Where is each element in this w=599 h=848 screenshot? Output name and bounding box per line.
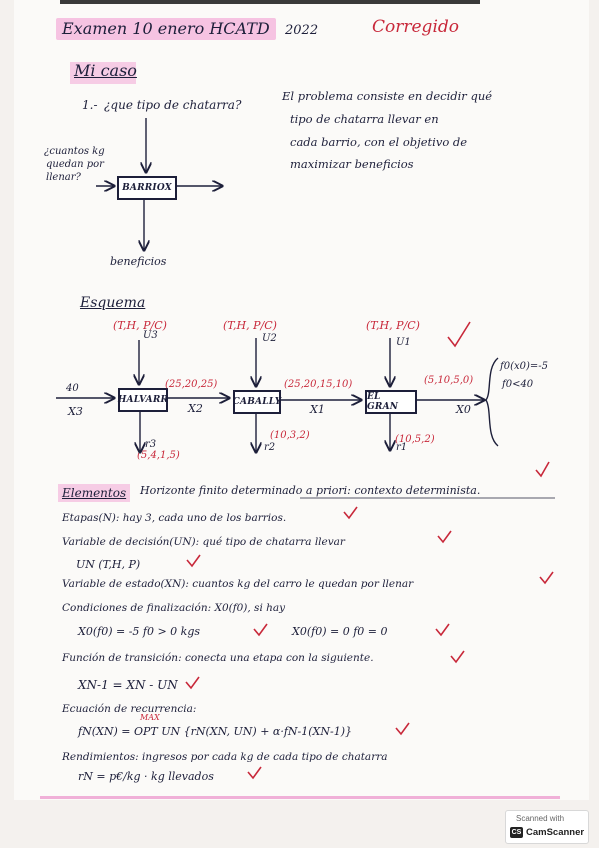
scanned-with-label: Scanned with	[516, 814, 565, 823]
item-decision: Variable de decisión(UN): qué tipo de ch…	[62, 536, 345, 548]
arrow-value-2: (25,20,15,10)	[284, 379, 353, 390]
input-label-2: quedan por	[46, 159, 104, 170]
decision-u2: U2	[262, 333, 277, 344]
top-label-2: (T,H, P/C)	[223, 319, 277, 332]
state-x2: X2	[188, 402, 203, 415]
top-label-3: (T,H, P/C)	[366, 319, 420, 332]
recurrence-max: MAX	[140, 713, 160, 722]
esquema-title: Esquema	[80, 295, 146, 311]
decision-u1: U1	[396, 337, 411, 348]
top-label-1: (T,H, P/C)	[113, 319, 167, 332]
barrio-box: BARRIOX	[117, 176, 177, 200]
exam-year: 2022	[285, 23, 319, 38]
exam-title: Examen 10 enero HCATD	[62, 19, 270, 38]
input-label-1: ¿cuantos kg	[44, 146, 105, 157]
item-returns: Rendimientos: ingresos por cada kg de ca…	[62, 751, 388, 763]
item-decision-sub: UN (T,H, P)	[76, 558, 141, 571]
state-x0: X0	[456, 403, 471, 416]
state-x1: X1	[310, 403, 325, 416]
camscanner-badge: Scanned with CS CamScanner	[505, 810, 589, 844]
top-edge	[60, 0, 480, 4]
box-el-gran: EL GRAN	[365, 390, 417, 414]
answer-line-1: El problema consiste en decidir qué	[282, 89, 493, 103]
final-condition-2: f0<40	[502, 379, 534, 390]
camscanner-logo-icon: CS	[510, 827, 523, 838]
answer-line-4: maximizar beneficios	[290, 157, 414, 171]
title-highlight	[56, 18, 276, 40]
camscanner-label: CamScanner	[526, 827, 585, 838]
return-r3-values: (5,4,1,5)	[137, 450, 180, 461]
question-number: 1.-	[82, 98, 98, 112]
box-halvarr: HALVARR	[118, 388, 168, 412]
returns-formula: rN = p€/kg · kg llevados	[78, 770, 214, 783]
input-value: 40	[66, 383, 79, 394]
section-highlight	[70, 62, 136, 84]
input-label-3: llenar?	[46, 172, 81, 183]
item-transition: Función de transición: conecta una etapa…	[62, 652, 374, 664]
return-r1-values: (10,5,2)	[395, 434, 435, 445]
return-r3: r3	[145, 439, 157, 450]
item-finalization: Condiciones de finalización: X0(f0), si …	[62, 602, 286, 614]
return-r2: r2	[264, 442, 276, 453]
recurrence-formula: fN(XN) = OPT UN {rN(XN, UN) + α·fN-1(XN-…	[78, 725, 352, 738]
answer-line-2: tipo de chatarra llevar en	[290, 112, 439, 126]
bottom-highlight-line	[40, 796, 560, 799]
item-recurrence: Ecuación de recurrencia:	[62, 703, 197, 715]
finalization-a: X0(f0) = -5 f0 > 0 kgs	[78, 625, 201, 638]
section-title: Mi caso	[74, 61, 137, 80]
state-x3: X3	[68, 405, 83, 418]
answer-line-3: cada barrio, con el objetivo de	[290, 135, 468, 149]
item-state: Variable de estado(XN): cuantos kg del c…	[62, 578, 414, 590]
box-caballyy: CABALLY	[233, 390, 281, 414]
benefits-label: beneficios	[110, 255, 167, 268]
elementos-intro: Horizonte finito determinado a priori: c…	[140, 484, 481, 497]
decision-u3: U3	[143, 330, 158, 341]
question-text: ¿que tipo de chatarra?	[104, 98, 242, 112]
final-condition-1: f0(x0)=-5	[500, 361, 548, 372]
transition-formula: XN-1 = XN - UN	[78, 678, 178, 692]
arrow-value-1: (25,20,25)	[165, 379, 218, 390]
finalization-b: X0(f0) = 0 f0 = 0	[292, 625, 388, 638]
item-etapas: Etapas(N): hay 3, cada uno de los barrio…	[62, 512, 287, 524]
arrow-value-3: (5,10,5,0)	[424, 375, 474, 386]
return-r1: r1	[396, 442, 408, 453]
corrected-label: Corregido	[372, 17, 459, 37]
elementos-highlight	[58, 484, 130, 502]
elementos-title: Elementos	[62, 486, 127, 500]
return-r2-values: (10,3,2)	[270, 430, 310, 441]
